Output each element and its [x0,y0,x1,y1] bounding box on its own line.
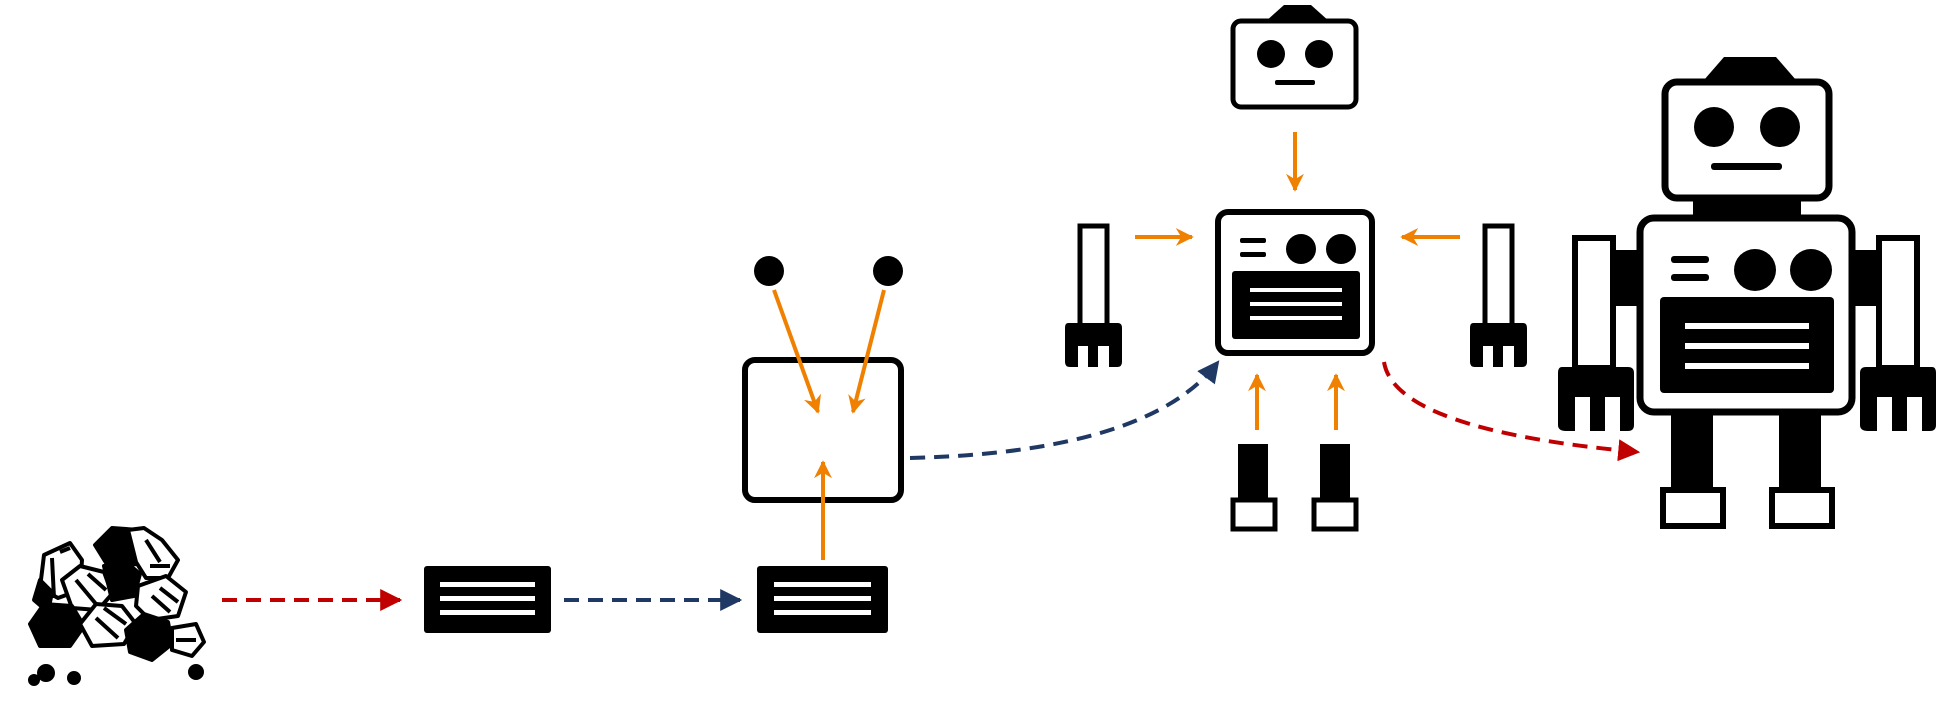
robot-head-icon [1230,5,1359,110]
assembly-arrow-bolt-right [848,289,886,414]
robot-leg-icon [1230,444,1278,532]
robot-arm-icon [1470,223,1527,367]
assembly-arrow-bolt-left [772,289,821,414]
transfer-arrow-frame-to-torso [909,360,1220,460]
robot-leg-icon [1311,444,1359,532]
bolt-icon [873,256,903,286]
metal-ingot-icon [424,566,551,633]
ore-rocks-icon [28,526,206,686]
metal-ingot-icon [757,566,888,633]
bolt-icon [754,256,784,286]
robot-torso-icon [1215,209,1375,356]
robot-arm-icon [1065,223,1122,367]
process-arrow-torso-to-robot [1382,361,1641,462]
robot-icon [1558,57,1936,529]
